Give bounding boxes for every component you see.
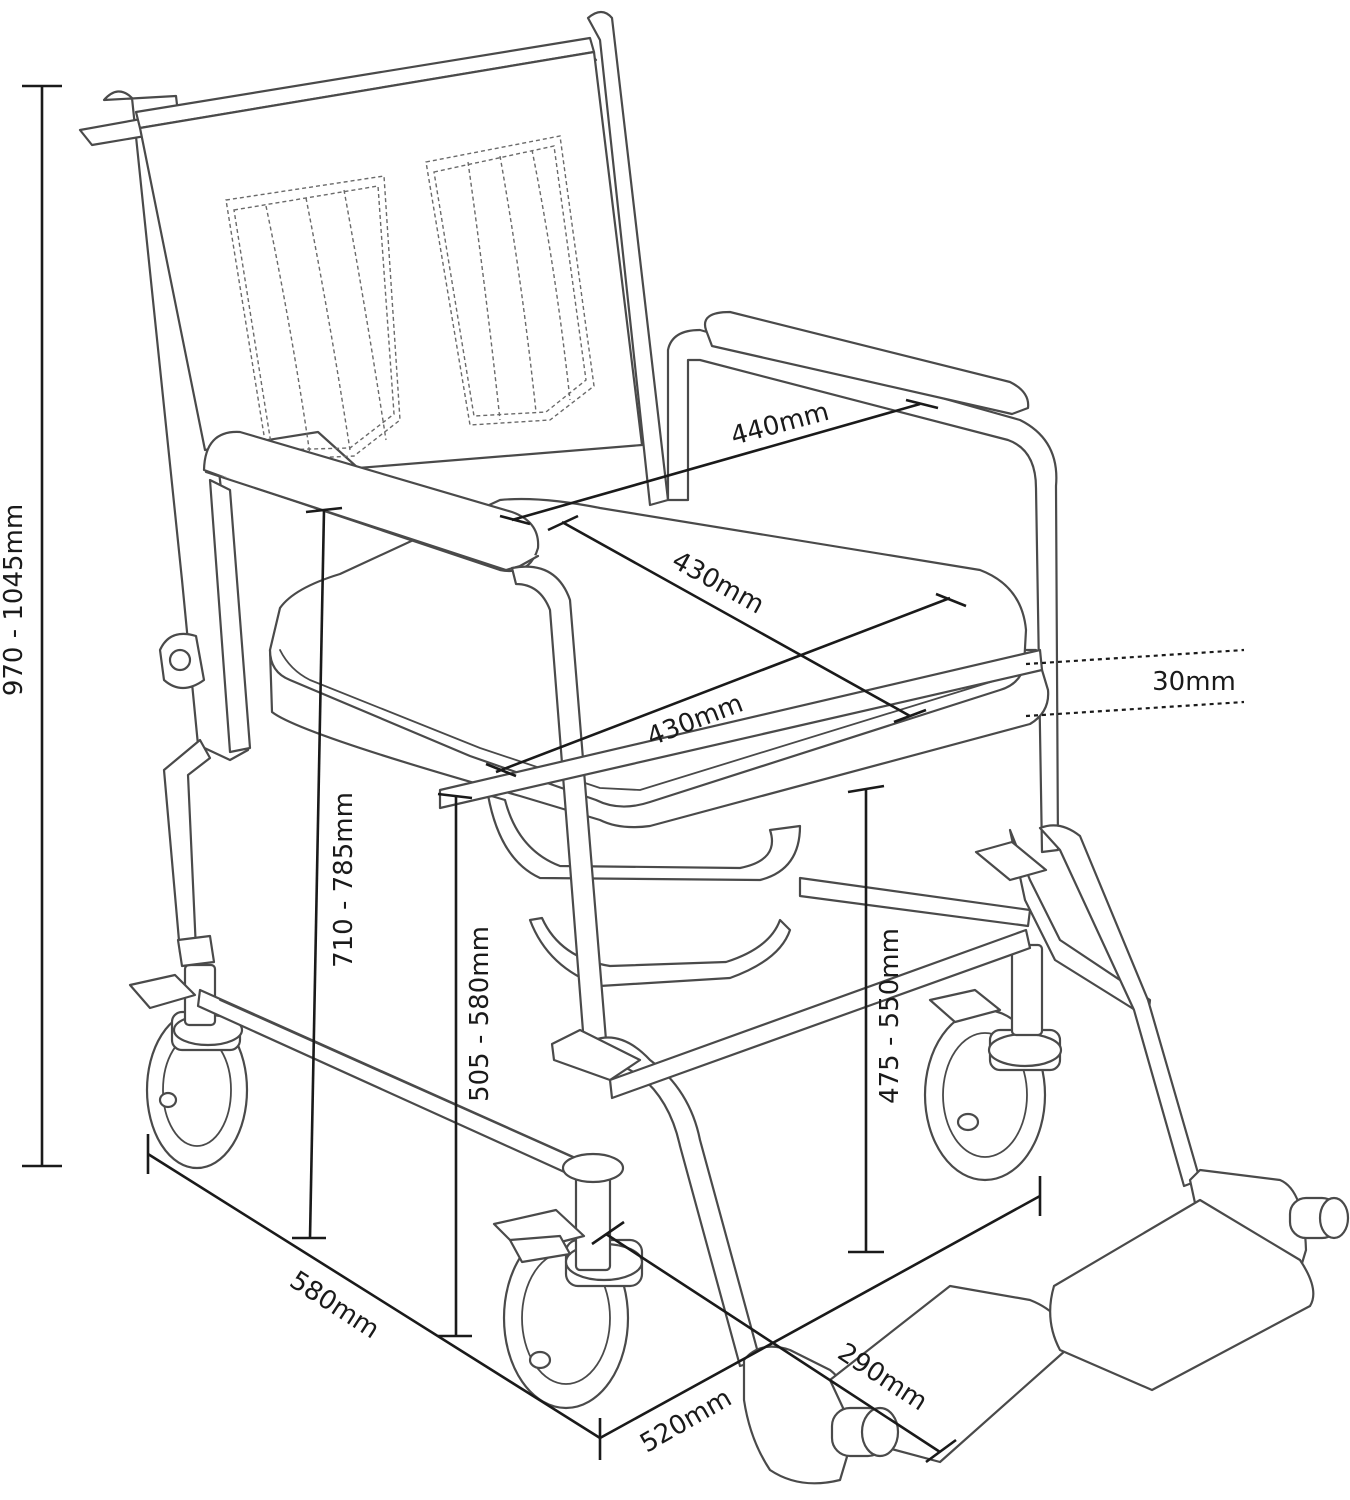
armrest-height-label: 710 - 785mm xyxy=(329,792,359,968)
cushion-thickness-label: 30mm xyxy=(1152,667,1236,697)
front-seat-height-label: 505 - 580mm xyxy=(465,926,495,1102)
right-footrest xyxy=(974,840,1350,1392)
rear-left-leg xyxy=(158,632,216,968)
overall-depth-label: 580mm xyxy=(284,1265,384,1345)
front-left-caster xyxy=(492,1152,644,1410)
backrest xyxy=(78,10,670,762)
left-front-frame xyxy=(196,565,1044,1368)
overall-width-label: 520mm xyxy=(635,1383,737,1459)
chair-illustration xyxy=(78,10,1350,1485)
rear-left-caster xyxy=(128,963,249,1170)
rear-seat-height-label: 475 - 550mm xyxy=(875,928,905,1104)
right-armrest xyxy=(666,310,1202,1188)
overall-height-label: 970 - 1045mm xyxy=(0,504,29,696)
dimension-lines xyxy=(22,84,1245,1464)
rear-right-caster xyxy=(923,943,1063,1182)
left-armrest xyxy=(202,430,540,754)
